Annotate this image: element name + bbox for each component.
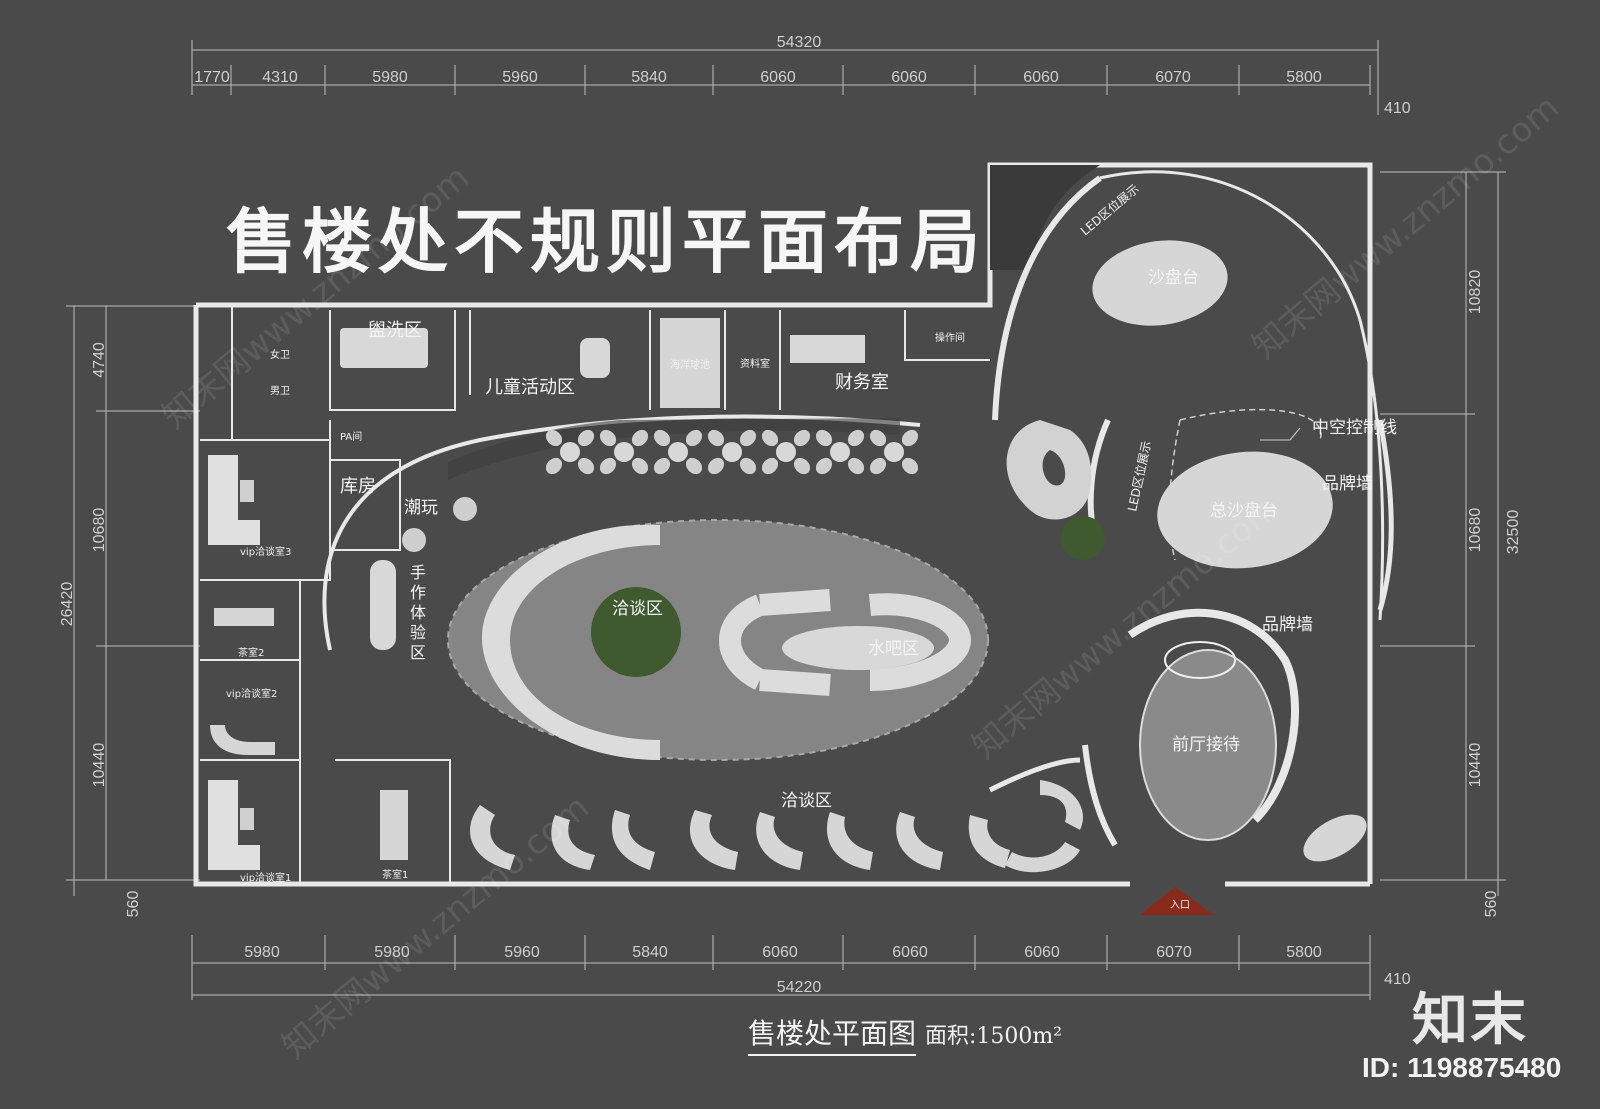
dim-bottom-seg: 6060	[1024, 944, 1060, 961]
dim-bottom-seg: 5840	[632, 944, 668, 961]
central-zone	[322, 414, 989, 761]
round-table-set	[869, 429, 919, 475]
room-label-led-mid: LED区位展示	[1124, 440, 1154, 513]
sofas-bottom	[470, 780, 1084, 873]
room-label-handcraft: 作	[410, 583, 426, 602]
room-label-vip2: vip洽谈室2	[226, 687, 277, 700]
round-table-set	[815, 429, 865, 475]
dim-bottom-seg: 6060	[892, 944, 928, 961]
dim-top-seg: 6060	[891, 69, 927, 86]
reception-island	[1139, 649, 1277, 841]
dim-top-seg: 6060	[760, 69, 796, 86]
dim-bottom-total: 54220	[777, 979, 822, 996]
dim-right-seg: 10820	[1467, 270, 1484, 315]
room-label-kids: 儿童活动区	[485, 377, 575, 398]
dim-bottom-seg: 5800	[1286, 944, 1322, 961]
dim-left-bottom: 560	[125, 891, 142, 918]
room-label-atrium-line: 中空控制线	[1312, 418, 1397, 438]
room-label-handcraft: 区	[410, 643, 426, 662]
dim-bottom-seg: 5980	[244, 944, 280, 961]
room-label-water-bar: 水吧区	[868, 639, 919, 659]
room-label-handcraft: 手	[410, 563, 426, 582]
dim-top-seg: 5840	[631, 69, 667, 86]
tables-row-top	[545, 429, 919, 475]
room-label-negotiation-outer: 洽谈区	[781, 791, 832, 811]
room-label-female-wc: 女卫	[270, 348, 290, 361]
round-table-set	[707, 429, 757, 475]
dim-bottom-seg: 6070	[1156, 944, 1192, 961]
room-label-control: 操作间	[935, 331, 965, 344]
dim-top-extra: 410	[1384, 100, 1411, 117]
room-label-tea2: 茶室2	[238, 646, 264, 659]
dim-bottom-seg: 5960	[504, 944, 540, 961]
room-label-male-wc: 男卫	[270, 385, 290, 397]
room-label-brand-wall-2: 品牌墙	[1262, 615, 1313, 635]
dim-right-seg: 10680	[1467, 508, 1484, 553]
bottom-dimensions: 5980 5980 5960 5840 6060 6060 6060 6070 …	[191, 935, 1411, 1000]
room-label-vip1: vip洽谈室1	[240, 871, 291, 884]
brand-logo: 知末	[1412, 988, 1528, 1053]
round-table-set	[761, 429, 811, 475]
dim-top-seg: 6060	[1023, 69, 1059, 86]
room-label-ball-pool: 海洋球池	[670, 358, 710, 371]
room-label-negotiation-inner: 洽谈区	[612, 599, 663, 619]
dim-top-seg: 6070	[1155, 69, 1191, 86]
room-label-trend: 潮玩	[404, 498, 438, 518]
dim-left-seg: 10440	[91, 743, 108, 788]
room-label-vip3: vip洽谈室3	[240, 545, 291, 558]
top-dimensions: 54320 1770 4310 5980 5960 5840 6060 6060…	[191, 34, 1411, 117]
room-label-sand-table: 沙盘台	[1148, 268, 1199, 288]
dim-top-seg: 1770	[194, 69, 230, 86]
room-label-handcraft: 验	[410, 623, 426, 642]
master-sand-table-island	[1157, 451, 1333, 569]
entrance-marker	[1140, 887, 1214, 915]
image-id: ID: 1198875480	[1362, 1052, 1562, 1083]
entrance-label: 入口	[1170, 900, 1190, 911]
round-table-set	[653, 429, 703, 475]
plan-subtitle: 售楼处平面图	[748, 1012, 917, 1056]
dim-top-seg: 4310	[262, 69, 298, 86]
left-dimensions: 4740 10680 10440 26420 560	[59, 305, 200, 918]
dim-bottom-extra: 410	[1384, 971, 1411, 988]
room-label-master-sand-table: 总沙盘台	[1210, 501, 1278, 521]
dim-bottom-seg: 6060	[762, 944, 798, 961]
right-dimensions: 10820 10680 10440 32500 560	[1380, 171, 1522, 918]
dim-left-seg: 4740	[91, 342, 108, 378]
room-label-archive: 资料室	[740, 357, 770, 370]
dim-right-bottom: 560	[1483, 891, 1500, 918]
right-wing-islands	[591, 240, 1367, 862]
curved-walls	[988, 165, 1394, 847]
round-table-set	[599, 429, 649, 475]
outer-walls	[193, 162, 1373, 887]
dim-top-total: 54320	[777, 34, 822, 51]
room-label-finance: 财务室	[835, 372, 889, 393]
room-label-washroom: 盥洗区	[368, 320, 422, 341]
room-label-tea1: 茶室1	[382, 868, 408, 881]
page-title: 售楼处不规则平面布局	[226, 201, 986, 283]
room-label-pa: PA间	[340, 430, 362, 443]
dim-top-seg: 5800	[1286, 69, 1322, 86]
room-label-handcraft: 体	[410, 603, 426, 622]
plant-icon	[1061, 516, 1105, 560]
room-label-brand-wall-1: 品牌墙	[1322, 474, 1373, 494]
sand-table-island	[1092, 240, 1228, 326]
dim-top-seg: 5980	[372, 69, 408, 86]
dim-bottom-seg: 5980	[374, 944, 410, 961]
left-rooms-furniture	[208, 318, 865, 870]
dim-left-seg: 10680	[91, 508, 108, 553]
tree-icon	[591, 587, 681, 677]
room-label-reception: 前厅接待	[1172, 735, 1240, 755]
room-label-storage: 库房	[340, 476, 376, 497]
dim-top-seg: 5960	[502, 69, 538, 86]
negotiation-inner-sofa	[481, 524, 660, 760]
area-label: 面积:1500m²	[925, 1024, 1063, 1049]
round-table-set	[545, 429, 595, 475]
dim-right-seg: 10440	[1467, 743, 1484, 788]
dim-right-total: 32500	[1505, 510, 1522, 555]
oval-floor	[448, 520, 988, 760]
dim-left-total: 26420	[59, 582, 76, 627]
